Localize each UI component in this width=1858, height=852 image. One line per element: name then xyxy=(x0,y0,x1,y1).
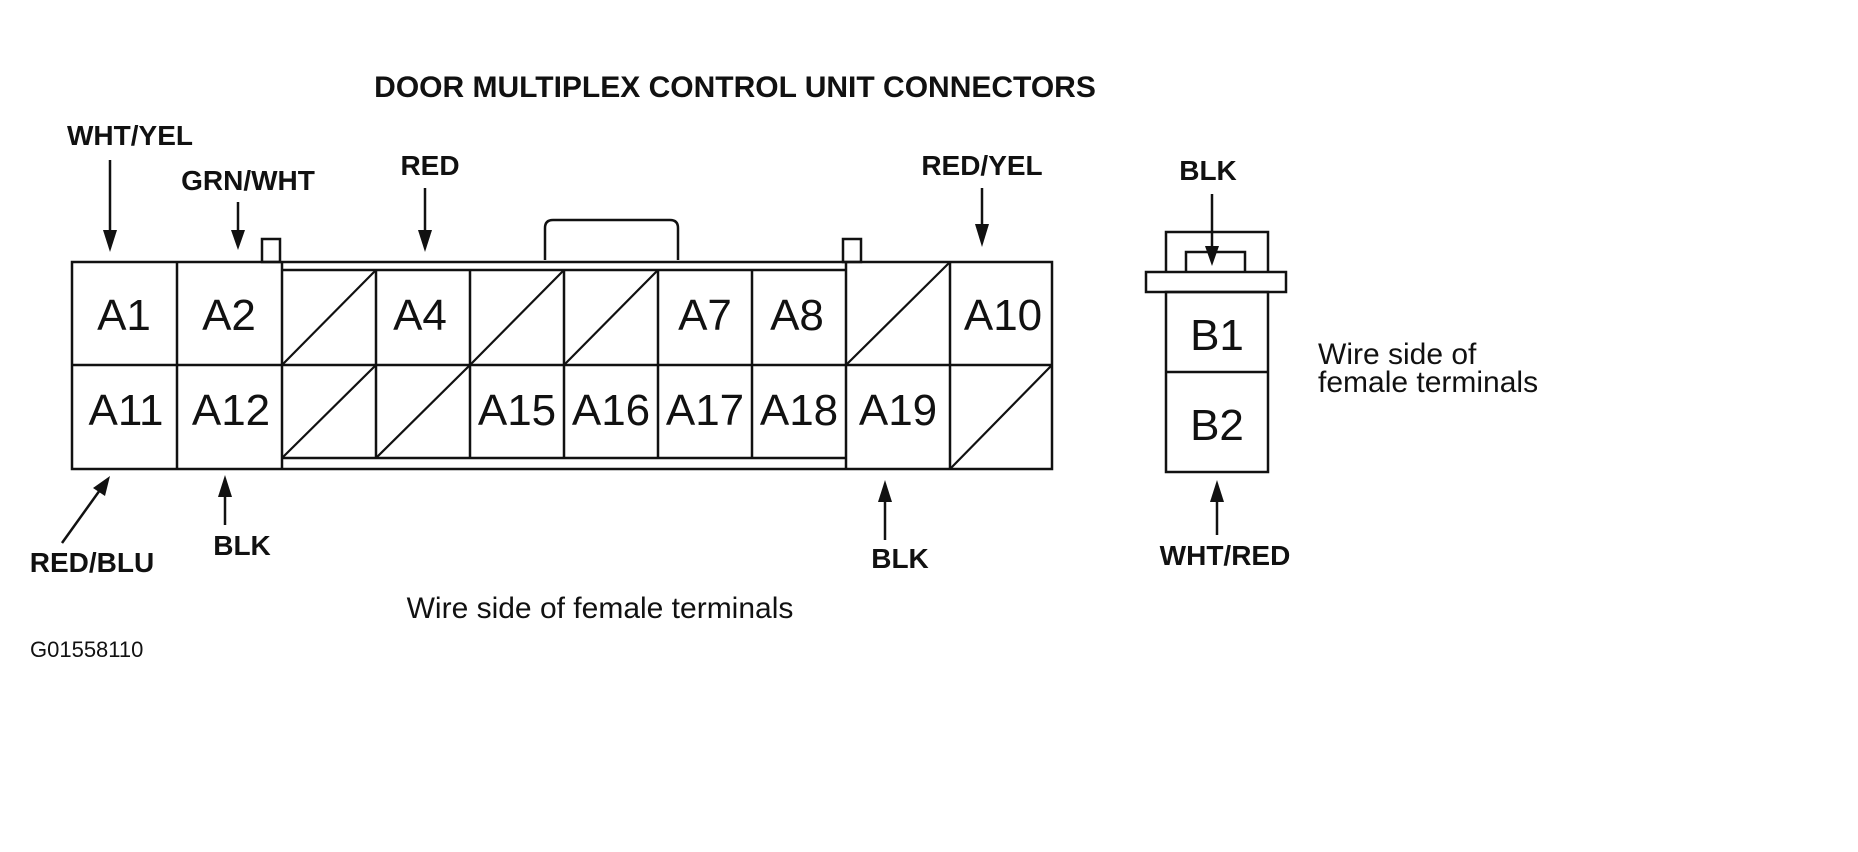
wire-arrow-a2 xyxy=(231,202,245,250)
empty-cavity-a5 xyxy=(469,269,565,366)
connector-b-top-flange xyxy=(1164,230,1270,272)
terminal-b1: B1 xyxy=(1190,311,1244,360)
connector-b-body xyxy=(1164,290,1270,474)
empty-cavity-a6 xyxy=(563,269,659,366)
wire-arrow-a19 xyxy=(878,480,892,540)
terminal-a4: A4 xyxy=(393,291,447,340)
terminal-a11: A11 xyxy=(88,386,163,435)
wire-label-a11: RED/BLU xyxy=(30,547,154,578)
wire-arrow-b-top xyxy=(1205,194,1219,266)
wire-arrow-a12 xyxy=(218,475,232,525)
terminal-b2: B2 xyxy=(1190,401,1244,450)
connector-a-lock-tab xyxy=(543,218,680,260)
figure-code: G01558110 xyxy=(30,637,143,662)
wire-label-a12: BLK xyxy=(213,530,271,561)
terminal-a18: A18 xyxy=(760,386,838,435)
terminal-a12: A12 xyxy=(192,386,270,435)
wire-arrow-a10 xyxy=(975,188,989,247)
wire-label-a19: BLK xyxy=(871,543,929,574)
empty-cavity-a9 xyxy=(845,261,951,366)
terminal-a8: A8 xyxy=(770,291,824,340)
wire-label-a2: GRN/WHT xyxy=(181,165,315,196)
wire-label-a4: RED xyxy=(400,150,459,181)
connector-a-note: Wire side of female terminals xyxy=(407,592,794,625)
terminal-a17: A17 xyxy=(666,386,744,435)
wire-label-a10: RED/YEL xyxy=(921,150,1042,181)
wire-label-b-top: BLK xyxy=(1179,155,1237,186)
connector-b-shoulder xyxy=(1144,270,1288,294)
empty-cavity-a13 xyxy=(281,364,377,459)
wire-label-a1: WHT/YEL xyxy=(67,120,193,151)
diagram-title: DOOR MULTIPLEX CONTROL UNIT CONNECTORS xyxy=(374,71,1096,104)
terminal-a10: A10 xyxy=(964,291,1042,340)
wire-arrow-a4 xyxy=(418,188,432,252)
terminal-a7: A7 xyxy=(678,291,732,340)
connector-b: B1 B2 xyxy=(1144,230,1288,474)
empty-cavity-a20 xyxy=(949,364,1053,470)
terminal-a15: A15 xyxy=(478,386,556,435)
empty-cavity-a14 xyxy=(375,364,471,459)
terminal-a2: A2 xyxy=(202,291,256,340)
wire-arrow-a11 xyxy=(60,476,110,544)
terminal-a19: A19 xyxy=(859,386,937,435)
wire-arrow-b2 xyxy=(1210,480,1224,535)
terminal-a1: A1 xyxy=(97,291,151,340)
connector-a-pin-left xyxy=(260,237,282,264)
connector-a: A1 A2 A4 A7 A8 A10 A11 A12 A15 A16 A17 A… xyxy=(70,218,1054,471)
terminal-a16: A16 xyxy=(572,386,650,435)
connector-b-note-line2: female terminals xyxy=(1318,366,1538,399)
connector-b-note-line1: Wire side of xyxy=(1318,338,1477,371)
wire-label-b2: WHT/RED xyxy=(1160,540,1291,571)
wire-arrow-a1 xyxy=(103,160,117,252)
empty-cavity-a3 xyxy=(281,269,377,366)
connector-a-pin-right xyxy=(841,237,863,264)
